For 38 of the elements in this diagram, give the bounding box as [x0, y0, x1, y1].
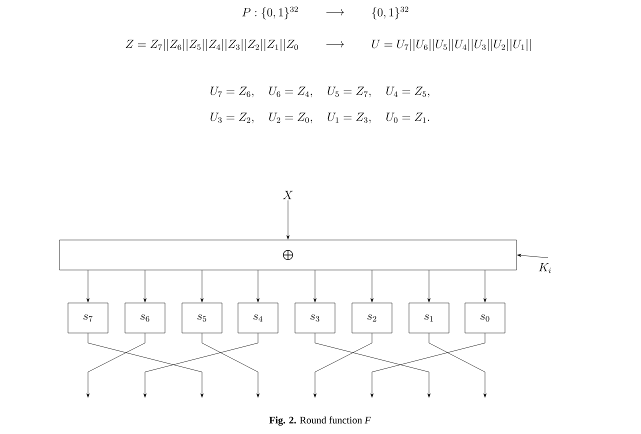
- mapping-arrow: $\longrightarrow$: [326, 41, 344, 48]
- mapping-formula: $U=U_7||U_6||U_5||U_4||U_3||U_2||U_1||$: [372, 39, 531, 51]
- sbox: $s_0$: [464, 302, 506, 334]
- arrow: [286, 200, 290, 240]
- wire-arrow: [370, 333, 486, 398]
- mapping-formula: $P:\{0,1\}^{32}$: [242, 6, 298, 20]
- input-label: $X$: [282, 190, 293, 200]
- wire-arrow: [88, 333, 204, 398]
- input-label: $K_i$: [538, 263, 551, 274]
- mapping-formula: $Z=Z_7||Z_6||Z_5||Z_4||Z_3||Z_2||Z_1||Z_0$: [126, 39, 298, 51]
- sbox: $s_6$: [124, 302, 166, 334]
- wire-arrow: [314, 333, 372, 398]
- permutation-formula: $U_7=Z_6,\quad U_6=Z_4,\quad U_5=Z_7,\quad U_4=Z_5,$: [210, 86, 430, 98]
- arrow: [484, 270, 486, 302]
- arrow: [517, 254, 548, 258]
- wire-arrow: [314, 333, 430, 398]
- mapping-formula: $\{0,1\}^{32}$: [372, 6, 408, 20]
- wire-arrow: [428, 333, 486, 398]
- sbox: $s_7$: [68, 302, 108, 334]
- arrow: [370, 270, 374, 302]
- xor-box: $\bigoplus$: [59, 240, 517, 270]
- mapping-arrow: $\longrightarrow$: [326, 9, 344, 16]
- arrow: [428, 270, 430, 302]
- arrow: [314, 270, 316, 302]
- arrow: [256, 270, 260, 302]
- arrow: [200, 270, 204, 302]
- sbox: $s_2$: [352, 302, 392, 334]
- sbox: $s_3$: [294, 302, 336, 334]
- wire-arrow: [202, 333, 260, 398]
- sbox: $s_5$: [182, 302, 222, 334]
- caption: Fig. 2. Round function F: [269, 416, 371, 426]
- sbox: $s_1$: [408, 302, 450, 334]
- sbox: $s_4$: [238, 302, 278, 334]
- wire-arrow: [144, 333, 258, 398]
- permutation-formula: $U_3=Z_2,\quad U_2=Z_0,\quad U_1=Z_3,\quad U_0=Z_1.$: [210, 112, 430, 124]
- arrow: [86, 270, 90, 302]
- wire-arrow: [86, 333, 146, 398]
- arrow: [144, 270, 147, 302]
